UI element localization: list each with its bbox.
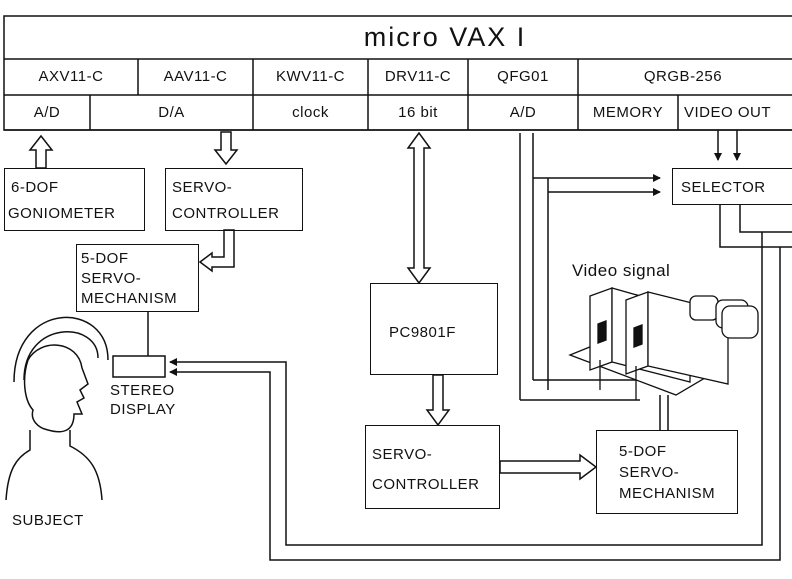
goniometer-box: 6-DOF GONIOMETER: [4, 168, 145, 231]
stereo-display-box: [112, 355, 166, 378]
servo-controller-cam-line2: CONTROLLER: [372, 476, 480, 493]
goniometer-line2: GONIOMETER: [8, 205, 116, 222]
servo-mech-cam-box: 5-DOF SERVO- MECHANISM: [596, 430, 738, 514]
servo-mech-head-line2: SERVO-: [81, 270, 142, 287]
selector-label: SELECTOR: [681, 179, 766, 196]
servo-mech-head-box: 5-DOF SERVO- MECHANISM: [76, 244, 199, 312]
board-qfg01: QFG01: [497, 68, 549, 85]
func-video-out: VIDEO OUT: [684, 104, 772, 121]
board-drv11c: DRV11-C: [384, 68, 452, 85]
func-da: D/A: [158, 104, 185, 121]
servo-mech-head-line3: MECHANISM: [81, 290, 178, 307]
headband: [13, 316, 109, 383]
servo-controller-cam-line1: SERVO-: [372, 446, 433, 463]
selector-box: SELECTOR: [672, 168, 792, 205]
video-signal-label: Video signal: [572, 261, 671, 280]
stereo-display-label-line1: STEREO: [110, 382, 175, 399]
pc9801f-box: PC9801F: [370, 283, 498, 375]
controller-to-mech-arrow: [198, 229, 235, 273]
goniometer-to-ad-arrow: [28, 134, 54, 169]
controller-to-cam-mech-arrow: [499, 453, 598, 481]
func-16bit: 16 bit: [398, 104, 438, 121]
subject-label: SUBJECT: [12, 512, 84, 529]
stereo-display-label-line2: DISPLAY: [110, 401, 176, 418]
func-memory: MEMORY: [592, 104, 664, 121]
pc-to-controller-arrow: [425, 374, 451, 427]
func-clock: clock: [292, 104, 329, 121]
servo-controller-head-line1: SERVO-: [172, 179, 233, 196]
bus-title: micro VAX I: [363, 22, 527, 52]
drv-pc-bidirectional-arrow: [406, 131, 432, 285]
servo-controller-head-line2: CONTROLLER: [172, 205, 280, 222]
stereo-camera-illustration: [568, 287, 759, 400]
board-qrgb256: QRGB-256: [643, 68, 723, 85]
board-kwv11c: KWV11-C: [275, 68, 346, 85]
pc9801f-label: PC9801F: [389, 324, 456, 341]
subject-silhouette: [23, 344, 89, 433]
board-axv11c: AXV11-C: [38, 68, 104, 85]
servo-controller-head-box: SERVO- CONTROLLER: [165, 168, 303, 231]
servo-mech-head-line1: 5-DOF: [81, 250, 129, 267]
func-ad-axv: A/D: [33, 104, 61, 121]
board-aav11c: AAV11-C: [163, 68, 228, 85]
servo-mech-cam-line1: 5-DOF: [619, 443, 667, 460]
servo-mech-cam-line3: MECHANISM: [619, 485, 716, 502]
da-to-servo-arrow: [213, 131, 239, 166]
servo-controller-cam-box: SERVO- CONTROLLER: [365, 425, 500, 509]
servo-mech-cam-line2: SERVO-: [619, 464, 680, 481]
func-ad-qfg: A/D: [509, 104, 537, 121]
goniometer-line1: 6-DOF: [11, 179, 59, 196]
